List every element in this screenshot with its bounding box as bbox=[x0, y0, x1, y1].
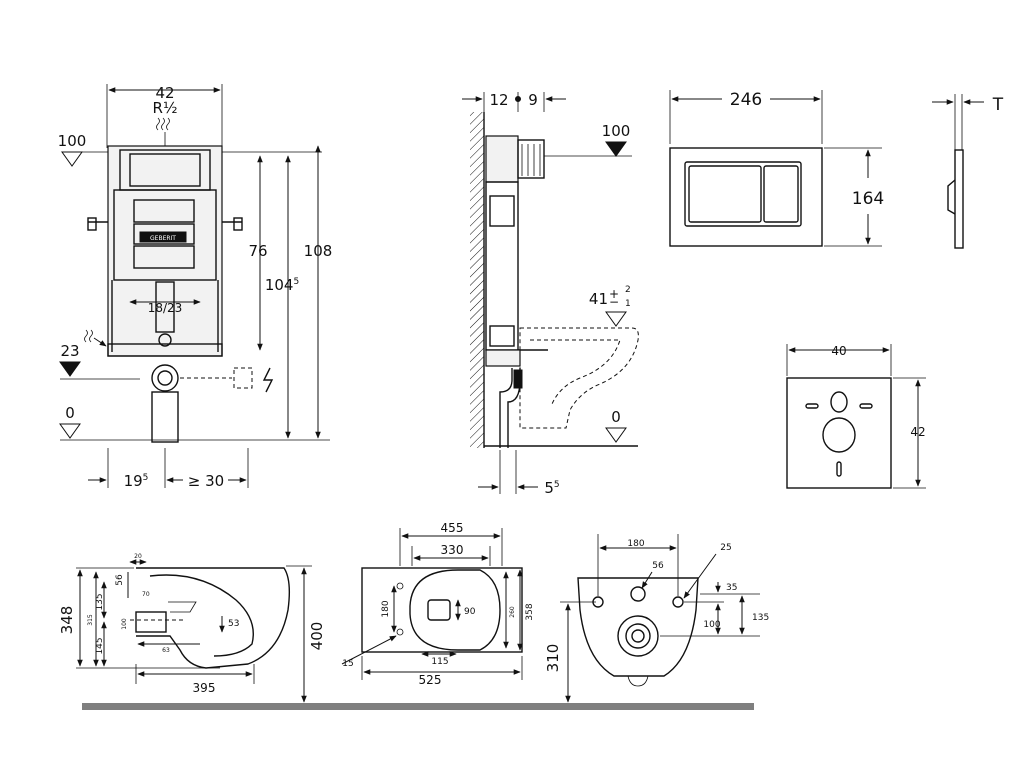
flush-plate bbox=[669, 147, 823, 247]
dim-400: 400 bbox=[308, 622, 326, 651]
dim-25-back: 25 bbox=[720, 543, 731, 553]
dim-455: 455 bbox=[441, 521, 464, 535]
dim-offset-5: 55 bbox=[544, 479, 559, 497]
dim-135-back: 135 bbox=[752, 613, 769, 623]
electrical-connection-icon bbox=[262, 367, 274, 393]
dim-offset-19: 195 bbox=[124, 472, 149, 490]
floor-line bbox=[82, 703, 754, 710]
tol-plus-value: 2 bbox=[625, 285, 631, 295]
pan-height-41: 41 bbox=[589, 290, 608, 308]
wall-section bbox=[470, 112, 484, 448]
flush-button-small bbox=[763, 165, 799, 223]
side-level-0-label: 0 bbox=[611, 408, 621, 426]
dim-56-side: 56 bbox=[115, 574, 125, 586]
side-level-100-marker bbox=[605, 141, 627, 157]
side-level-100-label: 100 bbox=[602, 122, 631, 140]
dim-15-top: 15 bbox=[342, 659, 353, 669]
dim-70-side: 70 bbox=[142, 591, 150, 598]
dim-height-76: 76 bbox=[248, 242, 267, 260]
dim-depth-12: 12 bbox=[489, 91, 508, 109]
dim-plate-width-246: 246 bbox=[730, 90, 762, 110]
level-100-label: 100 bbox=[58, 132, 87, 150]
dim-348: 348 bbox=[58, 606, 76, 635]
flush-plate-side bbox=[954, 149, 964, 249]
bowl-side-view: 348 315 135 145 100 56 20 70 53 63 395 4… bbox=[58, 553, 326, 703]
wc-pan-outline bbox=[519, 327, 639, 429]
dim-53-side: 53 bbox=[228, 619, 239, 629]
dim-depth-9: 9 bbox=[528, 91, 538, 109]
dim-thickness-t: T bbox=[992, 95, 1004, 115]
level-23-label: 23 bbox=[60, 342, 79, 360]
dim-180-top: 180 bbox=[381, 600, 391, 617]
dim-115-top: 115 bbox=[431, 657, 448, 667]
flush-button-large bbox=[688, 165, 762, 223]
dim-min-30: ≥ 30 bbox=[188, 472, 224, 490]
flush-plate-view: 246 164 T bbox=[669, 90, 1004, 249]
dim-20-side: 20 bbox=[134, 553, 142, 560]
dim-525: 525 bbox=[419, 673, 442, 687]
frame-body bbox=[107, 145, 223, 357]
dim-358-top: 358 bbox=[525, 603, 535, 620]
tol-minus-sign: − bbox=[609, 295, 619, 309]
dim-100-side: 100 bbox=[121, 618, 128, 630]
bowl-back-view: 180 56 25 35 100 135 310 bbox=[544, 534, 769, 703]
level-100-marker bbox=[61, 151, 83, 167]
bowl-back-outline bbox=[577, 577, 699, 677]
bowl-top-outline bbox=[409, 569, 501, 651]
dim-mat-height-42: 42 bbox=[910, 425, 925, 439]
water-supply-icon bbox=[156, 117, 170, 131]
dim-connection-r12: R½ bbox=[153, 99, 178, 117]
dim-315: 315 bbox=[87, 614, 94, 626]
dim-height-104: 1045 bbox=[265, 276, 299, 294]
frame-front-view: 42 R½ 100 GEBERIT 18/23 bbox=[58, 84, 333, 490]
tol-minus-value: 1 bbox=[625, 299, 631, 309]
brand-plate bbox=[139, 231, 187, 243]
dim-310: 310 bbox=[544, 644, 562, 673]
sound-mat-view: 40 42 bbox=[786, 344, 926, 489]
dim-145: 145 bbox=[95, 637, 105, 654]
dim-width-42: 42 bbox=[155, 84, 174, 102]
dim-180-back: 180 bbox=[627, 539, 644, 549]
dim-56-back: 56 bbox=[652, 561, 664, 571]
dim-135: 135 bbox=[95, 593, 105, 610]
brand-label: GEBERIT bbox=[150, 235, 176, 242]
pan-height-marker bbox=[605, 311, 627, 327]
dim-height-108: 108 bbox=[304, 242, 333, 260]
dim-35-back: 35 bbox=[726, 583, 737, 593]
dim-330: 330 bbox=[441, 543, 464, 557]
drain-connection-icon bbox=[84, 329, 93, 343]
sound-mat bbox=[786, 377, 892, 489]
frame-side-view: 12 9 100 41 + − 2 1 0 bbox=[462, 91, 639, 497]
dim-plate-height-164: 164 bbox=[852, 189, 884, 209]
level-23-marker bbox=[59, 361, 81, 377]
dim-90-top: 90 bbox=[464, 607, 476, 617]
bowl-top-view: 455 330 180 90 260 358 15 115 525 bbox=[341, 521, 535, 687]
level-0-label: 0 bbox=[65, 404, 75, 422]
dim-mat-width-40: 40 bbox=[831, 344, 846, 358]
side-level-0-marker bbox=[605, 427, 627, 443]
dim-260-top: 260 bbox=[509, 606, 516, 618]
dim-bracket-18-23: 18/23 bbox=[148, 301, 183, 315]
drain-pipe-bend bbox=[151, 364, 179, 392]
bowl-side-outline bbox=[136, 567, 291, 669]
level-0-marker bbox=[59, 423, 81, 439]
dim-63-side: 63 bbox=[162, 647, 170, 654]
dim-395: 395 bbox=[193, 681, 216, 695]
dim-100-back: 100 bbox=[703, 620, 720, 630]
tol-plus-sign: + bbox=[609, 287, 619, 301]
